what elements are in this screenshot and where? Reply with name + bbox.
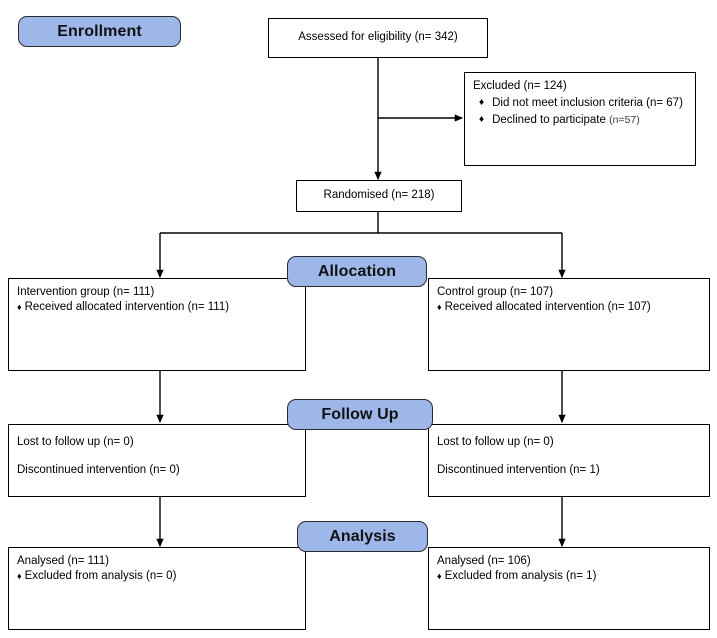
stage-label-enrollment: Enrollment: [18, 16, 181, 47]
stage-label-analysis: Analysis: [297, 521, 428, 552]
node-randomised: Randomised (n= 218): [296, 180, 462, 212]
stage-label-follow-up-text: Follow Up: [321, 405, 399, 423]
stage-label-allocation: Allocation: [287, 256, 427, 287]
diamond-bullet-icon: ♦: [437, 302, 442, 313]
node-followup-intervention-discontinued: Discontinued intervention (n= 0): [17, 464, 180, 477]
diamond-bullet-icon: ♦: [479, 114, 485, 126]
node-excluded-item: ♦ Declined to participate (n=57): [473, 113, 687, 128]
stage-label-analysis-text: Analysis: [329, 527, 396, 545]
node-analysis-intervention: Analysed (n= 111) ♦ Excluded from analys…: [8, 547, 306, 630]
node-followup-control-discontinued: Discontinued intervention (n= 1): [437, 464, 600, 477]
node-excluded-item: ♦ Did not meet inclusion criteria (n= 67…: [473, 96, 687, 111]
node-excluded-item-count: (n=57): [609, 114, 640, 127]
node-analysis-intervention-bullet-text: Excluded from analysis (n= 0): [24, 570, 177, 583]
node-assessed-for-eligibility-text: Assessed for eligibility (n= 342): [298, 31, 458, 44]
node-followup-intervention-lost: Lost to follow up (n= 0): [17, 436, 134, 448]
node-allocation-control: Control group (n= 107) ♦ Received alloca…: [428, 278, 710, 371]
node-excluded: Excluded (n= 124) ♦ Did not meet inclusi…: [464, 72, 696, 166]
node-allocation-intervention-bullet-text: Received allocated intervention (n= 111): [24, 301, 230, 314]
node-followup-control-lost: Lost to follow up (n= 0): [437, 436, 554, 448]
node-randomised-text: Randomised (n= 218): [323, 189, 435, 202]
node-excluded-item-text: Declined to participate (n=57): [492, 113, 687, 128]
diamond-bullet-icon: ♦: [437, 571, 442, 582]
node-followup-control: Lost to follow up (n= 0) Discontinued in…: [428, 424, 710, 497]
stage-label-follow-up: Follow Up: [287, 399, 433, 430]
diamond-bullet-icon: ♦: [17, 571, 22, 582]
node-analysis-intervention-heading: Analysed (n= 111): [17, 555, 109, 567]
node-allocation-control-heading: Control group (n= 107): [437, 286, 554, 298]
diamond-bullet-icon: ♦: [17, 302, 22, 313]
node-excluded-list: ♦ Did not meet inclusion criteria (n= 67…: [473, 96, 687, 128]
node-analysis-control-bullet: ♦ Excluded from analysis (n= 1): [437, 569, 701, 584]
node-allocation-control-bullet-text: Received allocated intervention (n= 107): [444, 301, 651, 314]
node-excluded-item-label: Declined to participate: [492, 114, 610, 127]
node-analysis-control: Analysed (n= 106) ♦ Excluded from analys…: [428, 547, 710, 630]
stage-label-enrollment-text: Enrollment: [57, 22, 142, 40]
node-analysis-control-heading: Analysed (n= 106): [437, 555, 531, 567]
node-allocation-intervention-bullet: ♦ Received allocated intervention (n= 11…: [17, 300, 297, 315]
node-followup-intervention: Lost to follow up (n= 0) Discontinued in…: [8, 424, 306, 497]
node-allocation-control-bullet: ♦ Received allocated intervention (n= 10…: [437, 300, 701, 315]
node-excluded-title: Excluded (n= 124): [473, 80, 567, 92]
node-excluded-item-text: Did not meet inclusion criteria (n= 67): [492, 97, 683, 110]
node-assessed-for-eligibility: Assessed for eligibility (n= 342): [268, 18, 488, 58]
node-allocation-intervention: Intervention group (n= 111) ♦ Received a…: [8, 278, 306, 371]
stage-label-allocation-text: Allocation: [317, 262, 397, 280]
diamond-bullet-icon: ♦: [479, 97, 485, 109]
node-analysis-intervention-bullet: ♦ Excluded from analysis (n= 0): [17, 569, 297, 584]
node-analysis-control-bullet-text: Excluded from analysis (n= 1): [444, 570, 597, 583]
node-allocation-intervention-heading: Intervention group (n= 111): [17, 286, 155, 298]
